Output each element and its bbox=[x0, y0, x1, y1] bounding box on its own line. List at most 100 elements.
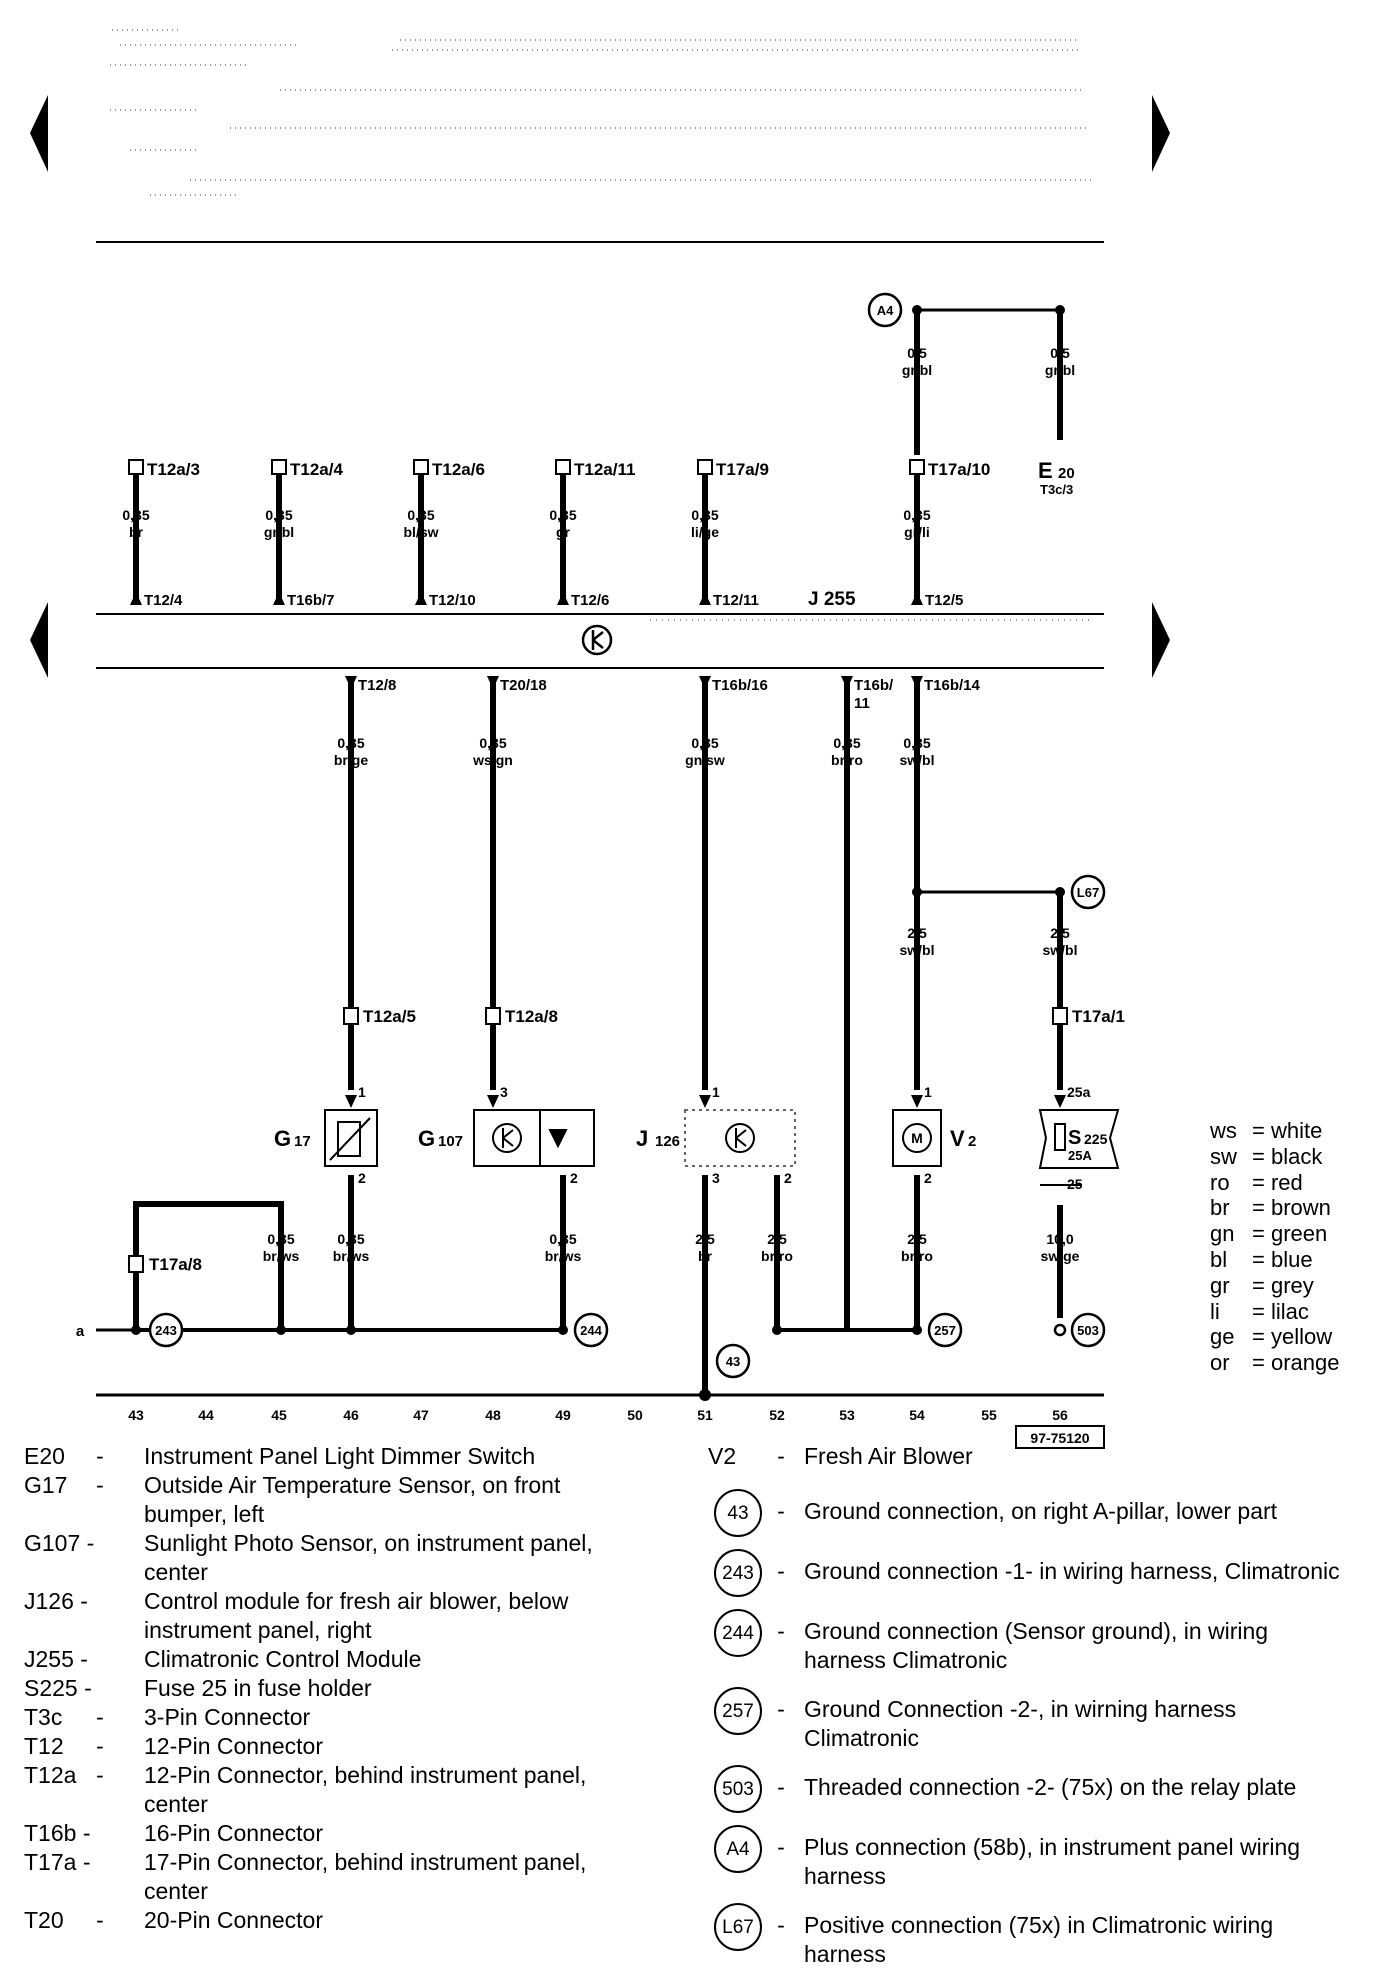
color-name: = orange bbox=[1252, 1350, 1340, 1376]
legend-dash bbox=[96, 1819, 118, 1848]
ground-circle-label: 257 bbox=[934, 1323, 956, 1338]
legend-right-row: 43-Ground connection, on right A-pillar,… bbox=[708, 1489, 1348, 1537]
wire-color-label: ws/gn bbox=[472, 752, 513, 768]
color-code-row: ws= white bbox=[1210, 1118, 1339, 1144]
ground-circle-label: L67 bbox=[1077, 885, 1099, 900]
wire-color-label: br/ws bbox=[263, 1248, 300, 1264]
nav-left-arrow-icon[interactable] bbox=[30, 95, 48, 172]
nav-left-arrow-icon-2[interactable] bbox=[30, 602, 48, 678]
color-name: = black bbox=[1252, 1143, 1323, 1169]
module-pin-label: T12/6 bbox=[571, 592, 609, 609]
ground-circles bbox=[148, 292, 1106, 1379]
legend-code: T3c bbox=[24, 1704, 63, 1730]
legend-code: G107 - bbox=[24, 1530, 95, 1556]
ground-circle-icon: A4 bbox=[714, 1825, 762, 1873]
legend-text: 17-Pin Connector, behind instrument pane… bbox=[144, 1849, 587, 1904]
legend-dash: - bbox=[96, 1762, 104, 1788]
wire-gauge-label: 0,35 bbox=[122, 507, 149, 523]
ground-circle-icon: 243 bbox=[714, 1549, 762, 1597]
color-code-row: ge= yellow bbox=[1210, 1324, 1339, 1350]
legend-right-row: 257-Ground Connection -2-, in wirning ha… bbox=[708, 1687, 1348, 1753]
wire-gauge-label: 0,5 bbox=[1050, 345, 1070, 361]
ground-circle-icon: 257 bbox=[714, 1687, 762, 1735]
component-g107 bbox=[473, 1109, 595, 1167]
ground-circle-label: 243 bbox=[155, 1323, 177, 1338]
wires bbox=[96, 308, 1104, 1397]
connector-label: T17a/10 bbox=[928, 460, 990, 479]
pin-arrows bbox=[130, 592, 1066, 1108]
wire-gauge-label: 0,35 bbox=[691, 735, 718, 751]
legend-right-row: 503-Threaded connection -2- (75x) on the… bbox=[708, 1765, 1348, 1813]
wire-color-label: gn/sw bbox=[685, 752, 725, 768]
wire-color-label: gr/li bbox=[904, 524, 930, 540]
component-label-j126: J bbox=[636, 1126, 648, 1151]
pin-number-label: 3 bbox=[500, 1084, 508, 1100]
ground-circle-icon: 43 bbox=[714, 1489, 762, 1537]
legend-dash: - bbox=[777, 1618, 785, 1644]
wire-gauge-label: 0,35 bbox=[549, 1231, 576, 1247]
wire-gauge-label: 2,5 bbox=[767, 1231, 787, 1247]
wire-gauge-label: 0,35 bbox=[479, 735, 506, 751]
legend-text: Ground connection -1- in wiring harness,… bbox=[804, 1558, 1340, 1584]
color-name: = yellow bbox=[1252, 1324, 1333, 1350]
legend-text: Control module for fresh air blower, bel… bbox=[144, 1588, 569, 1643]
legend-text: Fuse 25 in fuse holder bbox=[144, 1675, 372, 1701]
legend-code: T20 bbox=[24, 1907, 64, 1933]
legend-code: T12a bbox=[24, 1762, 77, 1788]
figure-id-label: 97-75120 bbox=[1030, 1430, 1089, 1446]
legend-text: Climatronic Control Module bbox=[144, 1646, 422, 1672]
legend-dash: - bbox=[777, 1696, 785, 1722]
junction-dots bbox=[131, 305, 1065, 1401]
module-pin-label: T20/18 bbox=[500, 677, 547, 694]
legend-left-row: T16b -16-Pin Connector bbox=[24, 1819, 624, 1848]
wire-color-label: br bbox=[698, 1248, 713, 1264]
wire-color-label: gr/bl bbox=[264, 524, 294, 540]
color-code-row: or= orange bbox=[1210, 1350, 1339, 1376]
component-label-s225: S bbox=[1068, 1127, 1081, 1149]
figure-id-box bbox=[1015, 1425, 1105, 1449]
ground-circle-label: 43 bbox=[726, 1354, 740, 1369]
legend-right-row: 243-Ground connection -1- in wiring harn… bbox=[708, 1549, 1348, 1597]
wire-color-label: sw/bl bbox=[899, 942, 934, 958]
legend-dash: - bbox=[777, 1498, 785, 1524]
legend-text: Ground connection, on right A-pillar, lo… bbox=[804, 1498, 1278, 1524]
legend-text: 3-Pin Connector bbox=[144, 1704, 311, 1730]
color-name: = lilac bbox=[1252, 1298, 1309, 1324]
component-sub-g17: 17 bbox=[294, 1133, 311, 1150]
wire-gauge-label: 2,5 bbox=[1050, 925, 1070, 941]
track-number-label: 51 bbox=[697, 1407, 713, 1423]
legend-code: G17 bbox=[24, 1472, 68, 1498]
legend-code: E20 bbox=[24, 1443, 65, 1469]
ground-circle-label: A4 bbox=[877, 303, 894, 318]
component-sub-j126: 126 bbox=[655, 1133, 680, 1150]
wire-color-label: li/ge bbox=[691, 524, 719, 540]
faded-header bbox=[110, 29, 1092, 196]
nav-right-arrow-icon-2[interactable] bbox=[1152, 602, 1170, 678]
component-sub-g107: 107 bbox=[438, 1133, 463, 1150]
wire-gauge-label: 0,35 bbox=[265, 507, 292, 523]
color-code: bl bbox=[1210, 1246, 1228, 1272]
module-pin-label: T12/10 bbox=[429, 592, 476, 609]
wire-gauge-label: 0,35 bbox=[903, 507, 930, 523]
legend-code: J126 - bbox=[24, 1588, 88, 1614]
wire-color-label: sw/ge bbox=[1041, 1248, 1080, 1264]
connector-label: T17a/8 bbox=[149, 1255, 202, 1274]
ground-circle-label: 503 bbox=[1077, 1323, 1099, 1338]
connector-label: T12a/3 bbox=[147, 460, 200, 479]
legend-left-row: T12-12-Pin Connector bbox=[24, 1732, 624, 1761]
legend-text: Instrument Panel Light Dimmer Switch bbox=[144, 1443, 536, 1469]
wire-gauge-label: 0,35 bbox=[267, 1231, 294, 1247]
legend-text: 20-Pin Connector bbox=[144, 1907, 323, 1933]
wire-gauge-label: 2,5 bbox=[907, 925, 927, 941]
legend-text: Ground connection (Sensor ground), in wi… bbox=[804, 1618, 1269, 1673]
wire-color-label: sw/bl bbox=[1042, 942, 1077, 958]
legend-left-row: G107 -Sunlight Photo Sensor, on instrume… bbox=[24, 1529, 624, 1587]
nav-right-arrow-icon[interactable] bbox=[1152, 95, 1170, 172]
component-sub-e20: 20 bbox=[1058, 465, 1075, 482]
legend-text: Positive connection (75x) in Climatronic… bbox=[804, 1912, 1274, 1967]
fuse-rating-label: 25A bbox=[1068, 1148, 1092, 1163]
wire-color-label: bl/sw bbox=[403, 524, 438, 540]
color-name: = grey bbox=[1252, 1272, 1314, 1298]
